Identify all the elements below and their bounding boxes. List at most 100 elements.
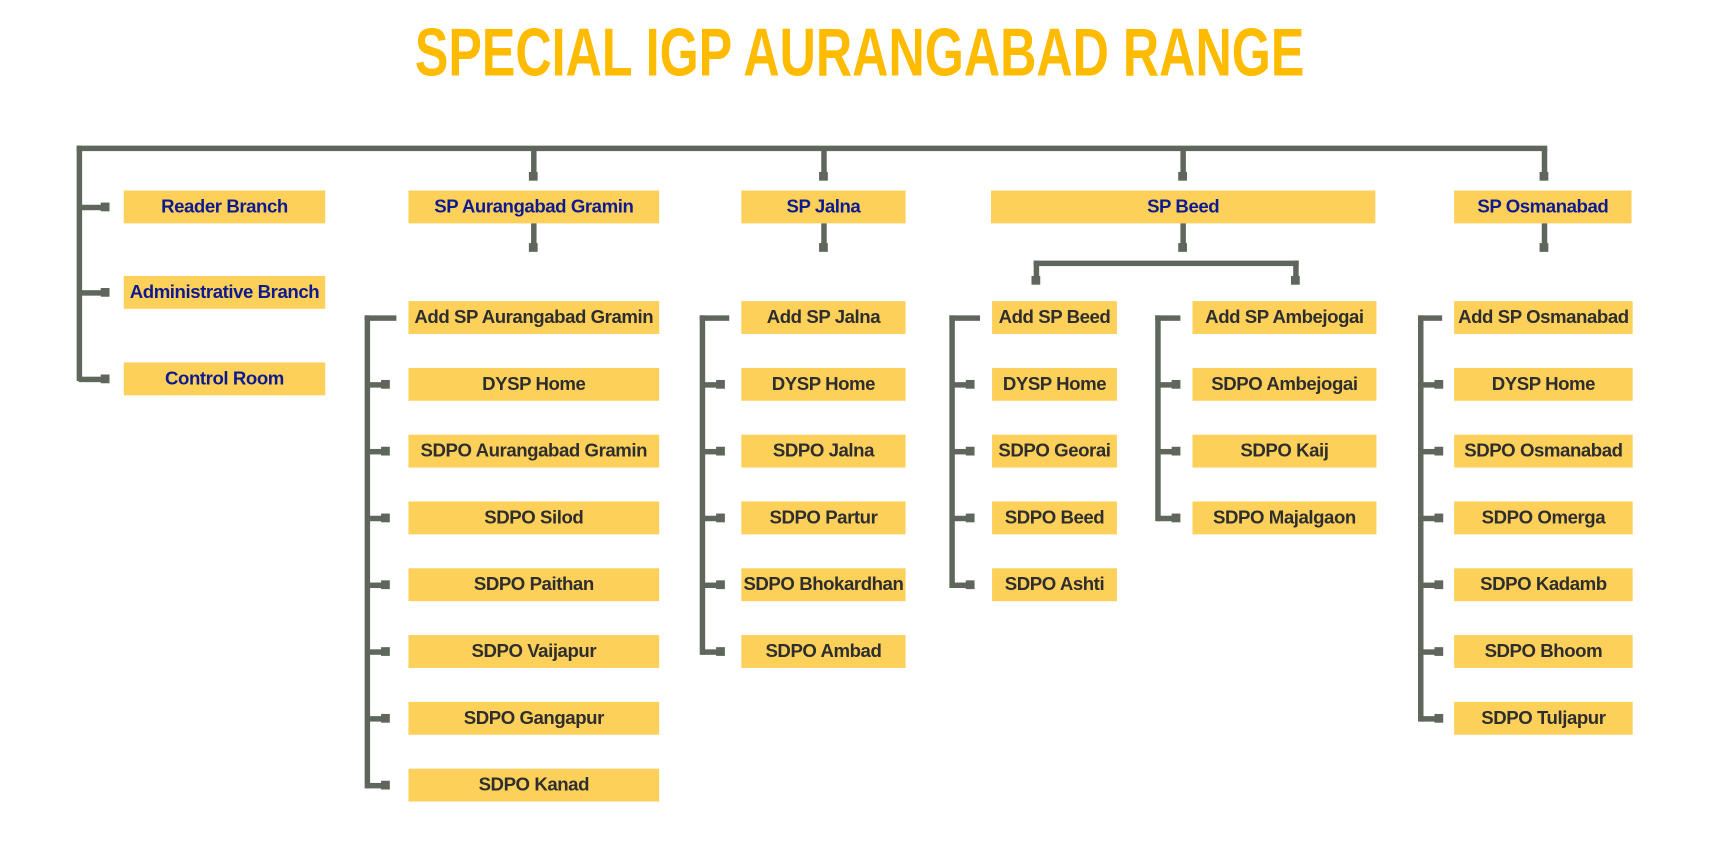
connector-line (366, 581, 383, 588)
unit-box: SDPO Paithan (408, 568, 660, 602)
unit-box: Add SP Ambejogai (1192, 301, 1377, 334)
connector-line (701, 515, 718, 521)
unit-box: SDPO Osmanabad (1454, 434, 1633, 468)
unit-box: SDPO Vaijapur (408, 635, 660, 668)
unit-box: SDPO Bhoom (1454, 635, 1633, 668)
connector-node (381, 446, 390, 456)
connector-line (366, 515, 383, 521)
connector-line (699, 315, 705, 655)
unit-box: SDPO Aurangabad Gramin (408, 434, 660, 468)
chart-title: SPECIAL IGP AURANGABAD RANGE (414, 15, 1305, 91)
unit-box: SDPO Kaij (1192, 434, 1377, 468)
connector-node (819, 243, 828, 252)
connector-line (1417, 314, 1443, 321)
connector-node (381, 647, 390, 656)
unit-box: Add SP Osmanabad (1454, 301, 1633, 334)
unit-box: SDPO Omerga (1454, 501, 1633, 535)
connector-line (701, 381, 718, 388)
branch-box: Administrative Branch (123, 275, 326, 309)
connector-node (1434, 446, 1444, 456)
connector-node (819, 171, 828, 181)
unit-box: SDPO Majalgaon (1192, 501, 1377, 535)
connector-node (100, 287, 110, 297)
connector-node (716, 580, 725, 590)
connector-node (1031, 275, 1041, 285)
unit-box: DYSP Home (1454, 367, 1633, 401)
connector-node (1178, 171, 1187, 181)
sp-office-box: SP Aurangabad Gramin (408, 190, 660, 224)
connector-line (1541, 148, 1547, 176)
connector-line (948, 314, 981, 321)
unit-box: SDPO Ambejogai (1192, 367, 1377, 401)
connector-line (951, 515, 967, 521)
connector-node (716, 513, 725, 523)
connector-line (1420, 515, 1436, 521)
connector-node (965, 513, 975, 523)
unit-box: SDPO Ashti (992, 568, 1117, 602)
connector-node (1434, 379, 1444, 389)
connector-node (965, 379, 975, 389)
unit-box: SDPO Ambad (741, 635, 906, 668)
connector-node (1434, 580, 1444, 590)
sp-office-box: SP Beed (990, 190, 1376, 224)
connector-line (820, 148, 827, 176)
unit-box: DYSP Home (992, 367, 1117, 401)
connector-line (1420, 581, 1436, 588)
connector-line (1154, 314, 1181, 321)
unit-box: SDPO Gangapur (408, 701, 660, 735)
connector-node (1291, 275, 1300, 285)
unit-box: SDPO Jalna (741, 434, 906, 468)
connector-line (1420, 381, 1436, 388)
unit-box: SDPO Beed (992, 501, 1117, 535)
connector-line (1154, 315, 1161, 521)
connector-line (364, 314, 397, 321)
connector-line (948, 315, 955, 588)
connector-node (381, 780, 390, 790)
connector-line (366, 648, 383, 655)
connector-line (78, 204, 105, 210)
connector-node (528, 243, 538, 252)
connector-line (1417, 315, 1423, 722)
unit-box: Add SP Aurangabad Gramin (408, 301, 660, 334)
unit-box: Add SP Jalna (741, 301, 906, 334)
connector-line (366, 448, 383, 454)
connector-line (366, 782, 383, 788)
connector-node (965, 446, 975, 456)
connector-node (1178, 243, 1187, 252)
connector-line (951, 581, 967, 588)
connector-line (951, 381, 967, 388)
connector-node (716, 379, 725, 389)
unit-box: DYSP Home (741, 367, 906, 401)
connector-line (76, 145, 82, 382)
connector-line (366, 715, 383, 722)
connector-node (1171, 379, 1181, 389)
connector-line (1420, 715, 1436, 722)
unit-box: DYSP Home (408, 367, 660, 401)
connector-line (1179, 148, 1186, 176)
connector-line (76, 145, 1548, 152)
connector-line (1420, 448, 1436, 454)
sp-office-box: SP Jalna (741, 190, 906, 224)
connector-line (1157, 448, 1173, 454)
connector-line (78, 289, 105, 296)
connector-node (1434, 647, 1444, 656)
unit-box: SDPO Bhokardhan (741, 568, 906, 602)
connector-line (699, 314, 730, 321)
connector-line (701, 448, 718, 454)
branch-box: Control Room (123, 362, 326, 396)
unit-box: SDPO Partur (741, 501, 906, 535)
unit-box: SDPO Kanad (408, 768, 660, 802)
connector-line (1033, 260, 1039, 280)
connector-line (1157, 381, 1173, 388)
connector-line (951, 448, 967, 454)
connector-line (701, 648, 718, 655)
connector-line (820, 223, 827, 247)
connector-node (100, 374, 110, 384)
connector-node (381, 713, 390, 723)
connector-node (100, 202, 110, 212)
connector-line (1292, 260, 1299, 280)
unit-box: Add SP Beed (992, 301, 1117, 334)
connector-node (1539, 171, 1549, 181)
connector-node (1171, 513, 1181, 523)
